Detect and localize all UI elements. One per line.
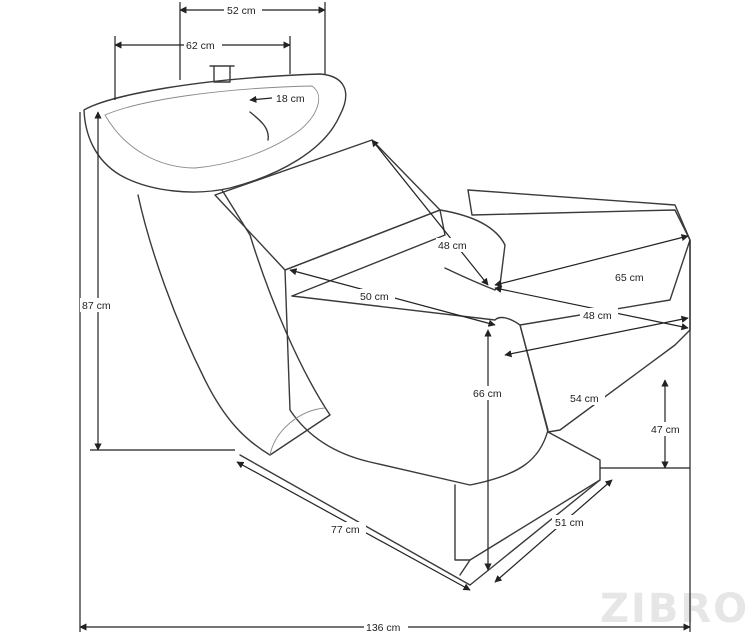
faucet (209, 65, 235, 83)
label-48cm-seat: 48 cm (583, 310, 612, 322)
label-51cm: 51 cm (555, 517, 584, 529)
basin-neck-cut (249, 111, 269, 141)
label-136cm: 136 cm (366, 622, 401, 634)
label-47cm: 47 cm (651, 424, 680, 436)
basin-column (137, 189, 331, 456)
label-66cm: 66 cm (473, 388, 502, 400)
label-50cm: 50 cm (360, 291, 389, 303)
base-leg (454, 484, 471, 561)
backrest-side (284, 209, 446, 297)
label-87cm: 87 cm (82, 300, 111, 312)
basin-inner (104, 85, 320, 169)
wash-unit-sketch (83, 65, 691, 586)
footrest (459, 431, 601, 576)
label-54cm: 54 cm (570, 393, 599, 405)
left-armrest (284, 269, 549, 486)
right-armrest-top (467, 189, 691, 241)
dimension-labels: 52 cm 62 cm 18 cm 87 cm 48 cm 65 cm 50 c… (80, 3, 686, 634)
basin-outline (83, 73, 347, 193)
label-48cm-backrest: 48 cm (438, 240, 467, 252)
label-18cm: 18 cm (276, 93, 305, 105)
label-62cm: 62 cm (186, 40, 215, 52)
watermark-text: ZIBRO (600, 586, 749, 632)
label-65cm: 65 cm (615, 272, 644, 284)
label-52cm: 52 cm (227, 5, 256, 17)
base-curve (269, 407, 326, 456)
base-front (239, 454, 601, 586)
label-77cm: 77 cm (331, 524, 360, 536)
